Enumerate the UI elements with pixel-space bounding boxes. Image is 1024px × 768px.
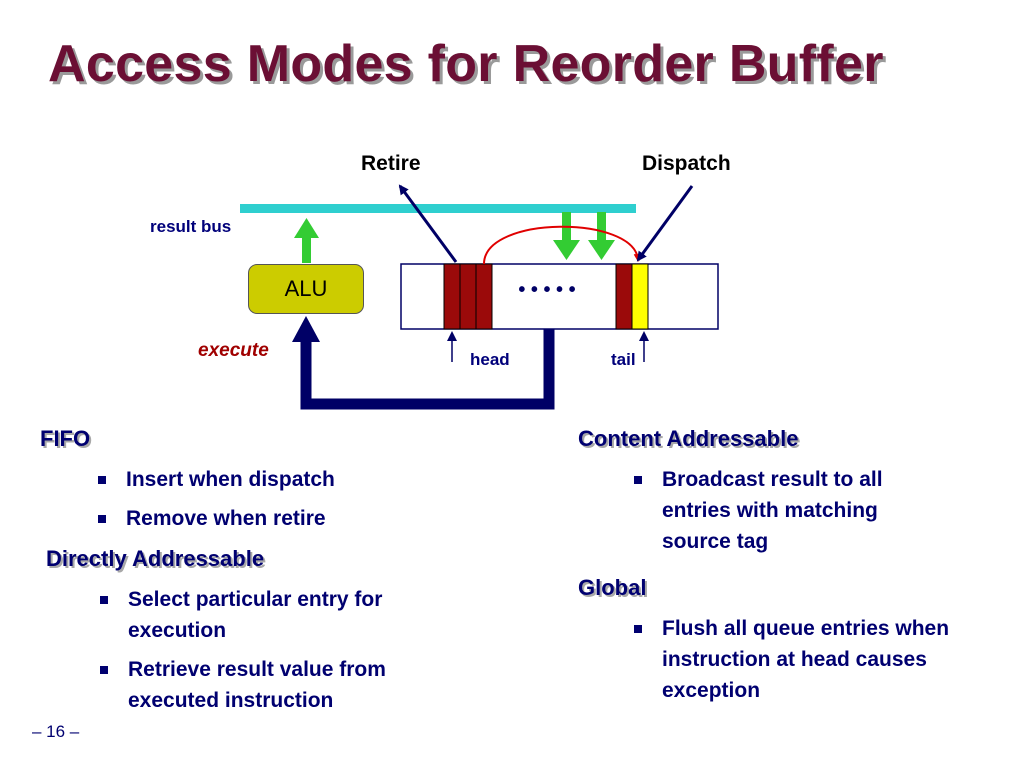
alu-label: ALU (284, 276, 328, 301)
result-bus (240, 204, 636, 213)
direct-heading: Directly Addressable (46, 546, 265, 571)
list-item: Broadcast result to all entries with mat… (632, 464, 942, 557)
global-heading: Global (578, 575, 647, 600)
page-number: – 16 – (32, 722, 80, 741)
buffer-ellipsis: • • • • • (518, 279, 575, 301)
dispatch-arrow (636, 185, 694, 262)
buffer-entry-head-1 (443, 263, 461, 330)
head-label: head (470, 350, 510, 369)
dispatch-label: Dispatch (642, 152, 731, 175)
global-list: Flush all queue entries when instruction… (632, 613, 1016, 714)
fifo-list: Insert when dispatch Remove when retire (96, 464, 416, 542)
content-list: Broadcast result to all entries with mat… (632, 464, 942, 565)
execute-label: execute (198, 340, 269, 361)
retire-label: Retire (361, 152, 421, 175)
list-item: Select particular entry for execution (98, 584, 468, 646)
list-item: Insert when dispatch (96, 464, 416, 495)
bullet-icon (100, 666, 108, 674)
buffer-entry-head-2 (459, 263, 477, 330)
list-item: Retrieve result value from executed inst… (98, 654, 468, 716)
buffer-entry-tail-red (615, 263, 633, 330)
buffer-entry-head-3 (475, 263, 493, 330)
buffer-entry-tail-yellow (631, 263, 649, 330)
tail-label: tail (611, 350, 636, 369)
list-item: Flush all queue entries when instruction… (632, 613, 1016, 706)
bullet-icon (98, 515, 106, 523)
bus-to-entry-arrow-1 (553, 212, 580, 260)
content-heading: Content Addressable (578, 426, 799, 451)
direct-list: Select particular entry for execution Re… (98, 584, 468, 724)
bullet-icon (100, 596, 108, 604)
result-bus-label: result bus (150, 217, 232, 236)
alu-to-bus-arrow (294, 218, 319, 263)
forwarding-arc (483, 225, 642, 265)
bullet-icon (98, 476, 106, 484)
execute-path-arrow (292, 316, 555, 410)
bullet-icon (634, 476, 642, 484)
fifo-heading: FIFO (40, 426, 91, 451)
bus-to-entry-arrow-2 (588, 212, 615, 260)
list-item: Remove when retire (96, 503, 416, 534)
retire-arrow (398, 184, 458, 263)
alu-box: ALU (248, 264, 364, 314)
slide-title: Access Modes for Reorder Buffer (48, 35, 884, 93)
bullet-icon (634, 625, 642, 633)
